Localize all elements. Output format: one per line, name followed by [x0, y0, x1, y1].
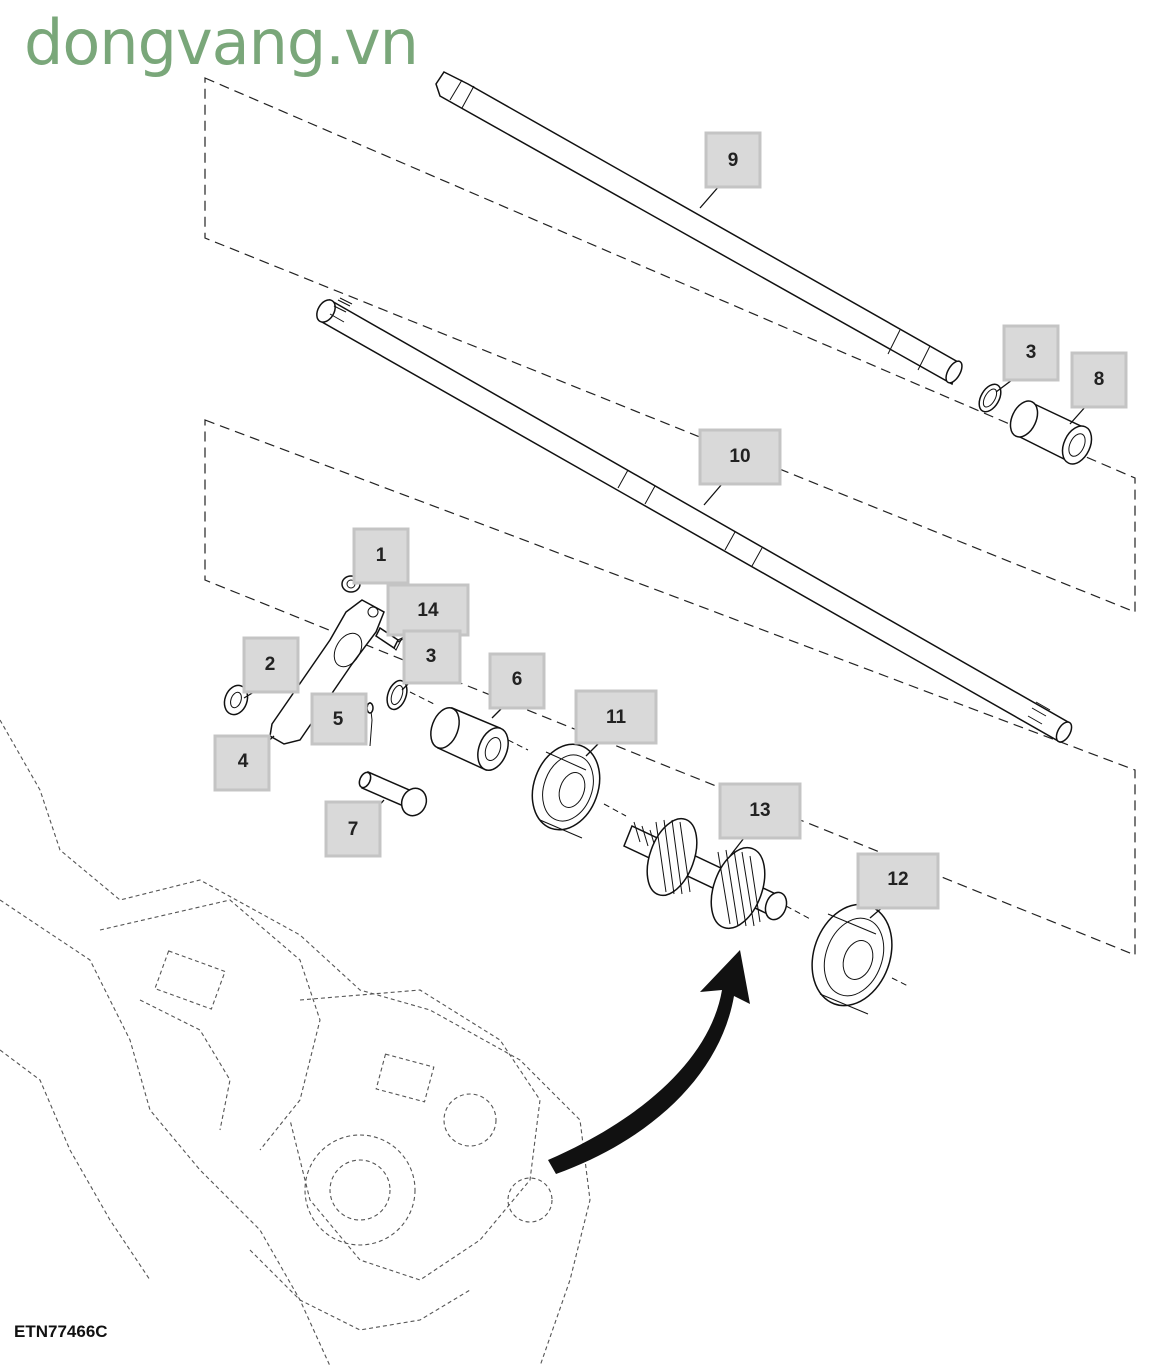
callout-9-label: 9 [728, 150, 739, 171]
washer-part-2 [223, 684, 249, 716]
lower-dashed-envelope [204, 419, 1136, 956]
bushing-part-6 [430, 707, 509, 772]
callout-14: 14 [386, 583, 470, 637]
callout-3-lower: 3 [402, 629, 462, 685]
callout-2-label: 2 [265, 654, 276, 675]
transmission-housing [0, 719, 591, 1366]
bearing-part-12 [811, 903, 893, 1015]
callout-4-label: 4 [238, 751, 249, 772]
gear-shaft-part-13 [623, 817, 788, 930]
callout-6-label: 6 [512, 669, 523, 690]
shift-lever-part-4 [269, 599, 385, 745]
callout-3-upper: 3 [1002, 324, 1060, 382]
assembly-centerline [409, 691, 909, 987]
figure-code: ETN77466C [14, 1322, 108, 1341]
shaft-part-9 [435, 71, 963, 386]
callout-8-label: 8 [1094, 369, 1105, 390]
callout-9: 9 [704, 131, 762, 189]
shaft-part-10 [316, 297, 1073, 744]
install-direction-arrow [548, 950, 750, 1174]
bearing-part-11 [531, 743, 601, 839]
pin-part-7 [358, 770, 428, 817]
callout-7: 7 [324, 800, 382, 858]
callout-1-label: 1 [376, 545, 387, 566]
callout-4: 4 [213, 734, 271, 792]
callout-6: 6 [488, 652, 546, 710]
callout-7-label: 7 [348, 819, 359, 840]
callout-13-label: 13 [749, 800, 770, 821]
callout-3-lower-label: 3 [426, 646, 437, 667]
callout-13: 13 [718, 782, 802, 840]
callout-10-label: 10 [729, 446, 750, 467]
watermark: dongvang.vn [24, 6, 419, 79]
callout-11-label: 11 [606, 707, 627, 728]
callout-1: 1 [352, 527, 410, 585]
callout-5: 5 [310, 692, 368, 746]
callout-14-label: 14 [417, 600, 439, 621]
callout-12-label: 12 [887, 869, 908, 890]
callout-11: 11 [574, 689, 658, 745]
callout-2: 2 [242, 636, 300, 694]
cotter-pin-part-5 [366, 701, 374, 747]
snap-ring-part-3-upper [978, 383, 1002, 413]
upper-dashed-envelope [204, 77, 1136, 613]
callout-5-label: 5 [333, 709, 344, 730]
snap-ring-part-3-lower [386, 679, 408, 711]
callout-12: 12 [856, 852, 940, 910]
bushing-part-8 [1009, 400, 1093, 465]
callout-8: 8 [1070, 351, 1128, 409]
callout-10: 10 [698, 428, 782, 486]
callout-3-upper-label: 3 [1026, 342, 1037, 363]
